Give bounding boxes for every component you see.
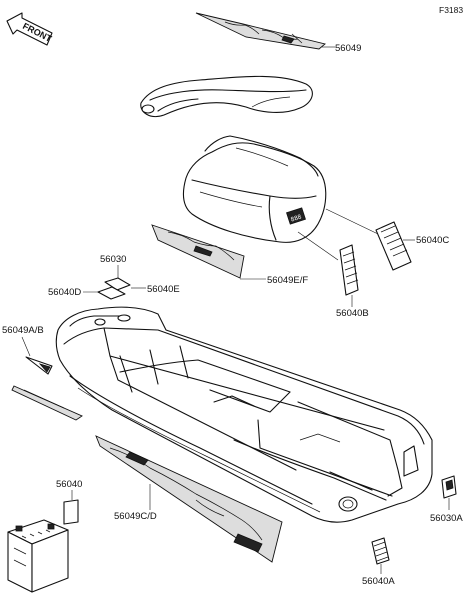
- label-pad-56040b: [339, 244, 359, 296]
- decal-56049ef: [151, 224, 245, 279]
- label-56040A: 56040A: [362, 576, 395, 587]
- decal-56049ab: [25, 356, 53, 375]
- label-56049CD: 56049C/D: [114, 511, 157, 522]
- handle-pole-cover: [140, 75, 313, 118]
- leader-56049ab: [21, 336, 31, 357]
- label-56040: 56040: [56, 479, 82, 490]
- label-56049EF: 56049E/F: [267, 275, 308, 286]
- label-56040B: 56040B: [336, 308, 369, 319]
- decal-56049cd: [95, 435, 283, 563]
- label-56049AB: 56049A/B: [2, 325, 44, 336]
- label-56040D: 56040D: [48, 287, 81, 298]
- label-56030a-part: [441, 475, 457, 499]
- label-56040E: 56040E: [147, 284, 180, 295]
- hood-cover: 888: [182, 135, 327, 243]
- label-pad-56040a: [371, 537, 390, 565]
- label-pad-56040c: [375, 221, 412, 271]
- label-56049: 56049: [335, 43, 361, 54]
- battery-icon: [7, 519, 69, 593]
- leader-56040c-a: [325, 208, 379, 235]
- leader-56040b-a: [297, 231, 339, 261]
- small-labels-56030: [97, 277, 131, 300]
- panel-digits: 888: [290, 213, 303, 223]
- label-56030A: 56030A: [430, 513, 463, 524]
- label-56040C: 56040C: [416, 235, 449, 246]
- hull: [55, 306, 433, 523]
- label-56030: 56030: [100, 254, 126, 265]
- battery-label: [63, 499, 79, 525]
- decal-side-stripe: [11, 385, 83, 421]
- figure-code: F3183: [439, 5, 463, 15]
- front-arrow-icon: FRONT: [6, 12, 54, 46]
- decal-56049: [195, 12, 326, 50]
